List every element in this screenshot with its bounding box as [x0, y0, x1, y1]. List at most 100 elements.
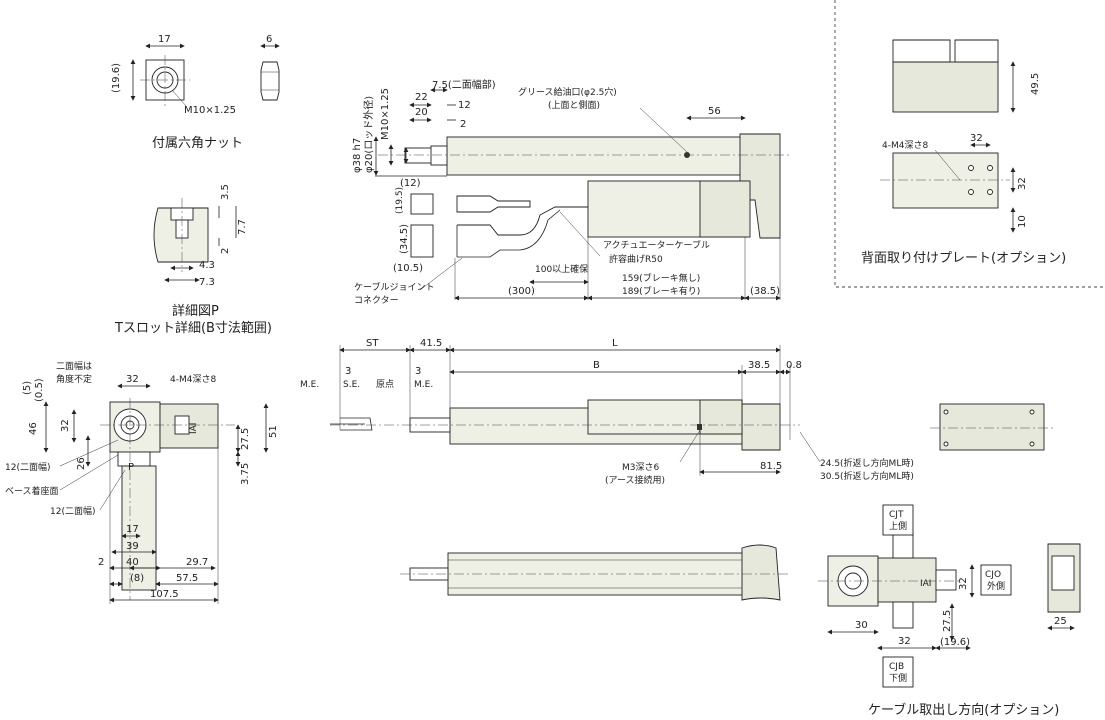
front-base: ベース着座面: [5, 485, 59, 497]
dim-12p: (12): [400, 178, 421, 189]
main-m3-sub: (アース接続用): [605, 474, 665, 486]
cjo-label: CJO: [985, 570, 1001, 580]
cjt-sub: 上側: [889, 520, 907, 532]
main-m3: M3深さ6: [622, 462, 659, 473]
cable-25: 25: [1054, 616, 1067, 627]
actuator-side-view: [373, 87, 790, 301]
front-57-5: 57.5: [176, 573, 198, 584]
flat-note1: 二面幅は: [56, 360, 92, 372]
front-12b: 12(二面幅): [50, 505, 95, 517]
plate-m4: 4-M4深さ8: [882, 140, 928, 151]
main-38-5: 38.5: [748, 360, 770, 371]
front-2: 2: [98, 557, 104, 568]
detail-d1: 3.5: [220, 184, 231, 200]
main-0-8: 0.8: [786, 360, 802, 371]
front-29-7: 29.7: [186, 557, 208, 568]
dim-22: 22: [415, 92, 428, 103]
dim-10-5: (10.5): [393, 263, 423, 274]
front-39: 39: [126, 541, 139, 552]
front-17: 17: [126, 524, 139, 535]
dim-159: 159(ブレーキ無し): [622, 272, 700, 284]
bend-label: 許容曲げR50: [609, 253, 663, 265]
front-12a: 12(二面幅): [5, 461, 50, 473]
main-me1: M.E.: [300, 380, 319, 390]
plate-32a: 32: [970, 133, 983, 144]
main-b: B: [593, 360, 600, 371]
main-st: ST: [366, 338, 379, 349]
detail-d5: 7.3: [199, 277, 215, 288]
rod-dia1: φ38 h7: [352, 138, 363, 173]
detail-d3: 2: [220, 248, 231, 254]
front-5: (5): [22, 381, 33, 395]
grease-label: グリース給油口(φ2.5穴): [518, 86, 617, 98]
nut-height-dim: (19.6): [111, 63, 122, 93]
front-end-view: [43, 383, 269, 604]
front-46: 46: [28, 422, 39, 435]
front-32v: 32: [60, 419, 71, 432]
cable-option-view: [818, 504, 1081, 688]
dim-189: 189(ブレーキ有り): [622, 285, 700, 297]
flat-note2: 角度不定: [56, 373, 92, 385]
front-107-5: 107.5: [150, 589, 179, 600]
dim-38-5: (38.5): [750, 286, 780, 297]
cable-30: 30: [855, 620, 868, 631]
cable-32a: 32: [898, 636, 911, 647]
cable-label: アクチュエーターケーブル: [603, 239, 710, 251]
plate-caption: 背面取り付けプレート(オプション): [861, 251, 1066, 266]
rod-dia2: φ20(ロッド外径): [362, 96, 375, 173]
cjb-label: CJB: [889, 662, 904, 672]
cable-27-5: 27.5: [942, 610, 953, 632]
iai-logo-front: IAI: [189, 423, 199, 434]
main-origin: 原点: [376, 379, 394, 390]
dim-12: 12: [458, 100, 471, 111]
dim-56: 56: [708, 106, 721, 117]
dim-300: (300): [508, 286, 535, 297]
front-26: 26: [76, 457, 87, 470]
plate-10: 10: [1017, 215, 1028, 228]
cable-19-6: (19.6): [940, 637, 970, 648]
front-p: P: [128, 462, 134, 473]
main-se: S.E.: [343, 380, 360, 390]
cjb-sub: 下側: [889, 672, 907, 684]
plate-49-5: 49.5: [1030, 73, 1041, 95]
front-51: 51: [268, 425, 279, 438]
detail-caption2: Tスロット詳細(B寸法範囲): [114, 320, 272, 336]
grease-sub: (上面と側面): [548, 99, 600, 111]
cjt-label: CJT: [889, 510, 904, 520]
main-81-5: 81.5: [760, 461, 782, 472]
main-3a: 3: [345, 366, 351, 377]
rear-small-view: [930, 403, 1055, 451]
dim-20: 20: [415, 107, 428, 118]
main-30-5: 30.5(折返し方向ML時): [820, 470, 914, 482]
cable-32b: 32: [958, 577, 969, 590]
front-m4: 4-M4深さ8: [170, 374, 216, 385]
joint-label2: コネクター: [354, 295, 399, 306]
nut-caption: 付属六角ナット: [152, 136, 243, 151]
cjo-sub: 外側: [987, 580, 1005, 592]
main-l: L: [612, 338, 618, 349]
detail-p-view: [153, 198, 237, 283]
actuator-main-view: [330, 345, 821, 476]
nut-thread: M10×1.25: [184, 105, 236, 116]
front-40: 40: [126, 557, 139, 568]
iai-logo-cable: IAI: [920, 579, 931, 589]
main-24-5: 24.5(折返し方向ML時): [820, 457, 914, 469]
actuator-lower-view: [400, 544, 790, 601]
nut-width-dim: 17: [158, 34, 171, 45]
front-8: (8): [130, 573, 144, 584]
detail-d2: 7.7: [237, 219, 248, 235]
cable-caption: ケーブル取出し方向(オプション): [868, 702, 1059, 718]
dim-19-5: (19.5): [395, 187, 405, 214]
main-3b: 3: [415, 366, 421, 377]
hex-nut-view: [130, 43, 280, 107]
dim-2: 2: [460, 119, 466, 130]
front-32: 32: [126, 374, 139, 385]
joint-label1: ケーブルジョイント: [354, 281, 434, 293]
back-plate-view: [880, 39, 1016, 233]
main-41-5: 41.5: [420, 338, 442, 349]
detail-d4: 4.3: [199, 260, 215, 271]
min-100: 100以上確保: [535, 263, 588, 275]
rod-thread: M10×1.25: [380, 88, 391, 140]
nut-thick-dim: 6: [266, 34, 272, 45]
